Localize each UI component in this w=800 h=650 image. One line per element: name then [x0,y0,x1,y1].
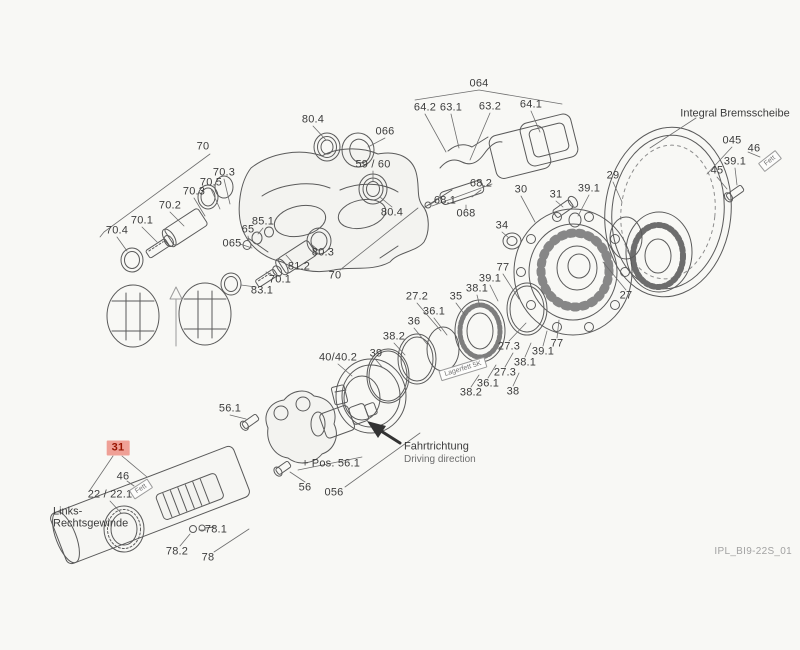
part-label-27[interactable]: 27 [619,289,633,302]
part-label-22-22.1[interactable]: 22 / 22.1 [87,488,133,501]
part-label-38.2[interactable]: 38.2 [459,386,483,399]
part-label-70.5[interactable]: 70.5 [199,176,223,189]
part-label-39.1[interactable]: 39.1 [723,155,747,168]
part-label-38.1[interactable]: 38.1 [465,282,489,295]
part-label-83.1[interactable]: 83.1 [250,284,274,297]
document-id: IPL_BI9-22S_01 [714,546,792,557]
part-label-068[interactable]: 068 [456,207,476,220]
part-label-30[interactable]: 30 [514,183,528,196]
part-label-064[interactable]: 064 [469,77,489,90]
part-label-29[interactable]: 29 [606,169,620,182]
part-label-40-40.2[interactable]: 40/40.2 [318,351,358,364]
part-label-46[interactable]: 46 [747,142,761,155]
part-label-68.2[interactable]: 68.2 [469,177,493,190]
part-label-27.3[interactable]: 27.3 [497,340,521,353]
thread-note-line1: Links- [53,505,83,518]
part-label-78.2[interactable]: 78.2 [165,545,189,558]
part-label-80.3[interactable]: 80.3 [311,246,335,259]
part-label-80.4[interactable]: 80.4 [380,206,404,219]
part-label-70.3[interactable]: 70.3 [212,166,236,179]
part-label-38[interactable]: 38 [506,385,520,398]
small-fasteners [502,184,745,250]
part-label-64.1[interactable]: 64.1 [519,98,543,111]
part-label-85.1[interactable]: 85.1 [251,215,275,228]
part-label-39.1[interactable]: 39.1 [577,182,601,195]
direction-en: Driving direction [404,454,476,465]
disc-o-ring [609,216,643,260]
part-label-56[interactable]: 56 [298,481,312,494]
part-label-27.2[interactable]: 27.2 [405,290,429,303]
part-label-065[interactable]: 065 [222,237,242,250]
part-label-64.2[interactable]: 64.2 [413,101,437,114]
part-label-066[interactable]: 066 [375,125,395,138]
part-label-36.1[interactable]: 36.1 [422,305,446,318]
caliper-mini-views [106,282,232,348]
axle-spindle-assembly [50,390,378,565]
direction-de: Fahrtrichtung [404,440,469,453]
part-label-36[interactable]: 36 [407,315,421,328]
part-label-38.1[interactable]: 38.1 [513,356,537,369]
part-label-78[interactable]: 78 [201,551,215,564]
part-label-63.1[interactable]: 63.1 [439,101,463,114]
part-label-59-60[interactable]: 59 / 60 [355,158,391,171]
up-arrow-icon [169,286,183,347]
driving-direction-arrow [367,421,402,445]
part-label-056[interactable]: 056 [324,486,344,499]
part-label-39[interactable]: 39 [369,347,383,360]
part-label-68.1[interactable]: 68.1 [433,194,457,207]
part-label-31[interactable]: 31 [549,188,563,201]
part-label-27.3[interactable]: 27.3 [493,366,517,379]
part-label-78.1[interactable]: 78.1 [204,523,228,536]
part-label--Pos.-56.1[interactable]: + Pos. 56.1 [301,457,361,470]
part-label-39.1[interactable]: 39.1 [531,345,555,358]
part-label-70.3[interactable]: 70.3 [182,185,206,198]
grease-tag-disc: Fett [757,149,783,173]
part-label-70[interactable]: 70 [328,269,342,282]
part-label-34[interactable]: 34 [495,219,509,232]
brake-pads-group [424,113,579,209]
thread-note-line2: Rechtsgewinde [53,517,129,530]
part-label-81.2[interactable]: 81.2 [287,260,311,273]
part-label-38.2[interactable]: 38.2 [382,330,406,343]
part-label-63.2[interactable]: 63.2 [478,100,502,113]
part-label-77[interactable]: 77 [496,261,510,274]
part-label-70.4[interactable]: 70.4 [105,224,129,237]
part-label-46[interactable]: 46 [116,470,130,483]
grease-tag-spindle: Fett [128,478,154,500]
part-label-36.1[interactable]: 36.1 [476,377,500,390]
part-label-31-selected[interactable]: 31 [106,440,130,456]
part-label-45[interactable]: 45 [710,164,724,177]
leader-lines [89,89,761,553]
disc-title: Integral Bremsscheibe [680,107,790,120]
hub-cap [330,358,407,434]
part-label-70.1[interactable]: 70.1 [268,273,292,286]
part-label-045[interactable]: 045 [722,134,742,147]
part-label-70.1[interactable]: 70.1 [130,214,154,227]
part-label-80.4[interactable]: 80.4 [301,113,325,126]
part-label-35[interactable]: 35 [449,290,463,303]
part-label-39.1[interactable]: 39.1 [478,272,502,285]
wheel-hub [513,208,633,336]
part-label-77[interactable]: 77 [550,337,564,350]
part-label-65[interactable]: 65 [241,223,255,236]
part-label-70.2[interactable]: 70.2 [158,199,182,212]
brake-caliper [238,148,429,273]
part-label-70[interactable]: 70 [196,140,210,153]
part-label-56.1[interactable]: 56.1 [218,402,242,415]
brake-disc [604,126,732,298]
